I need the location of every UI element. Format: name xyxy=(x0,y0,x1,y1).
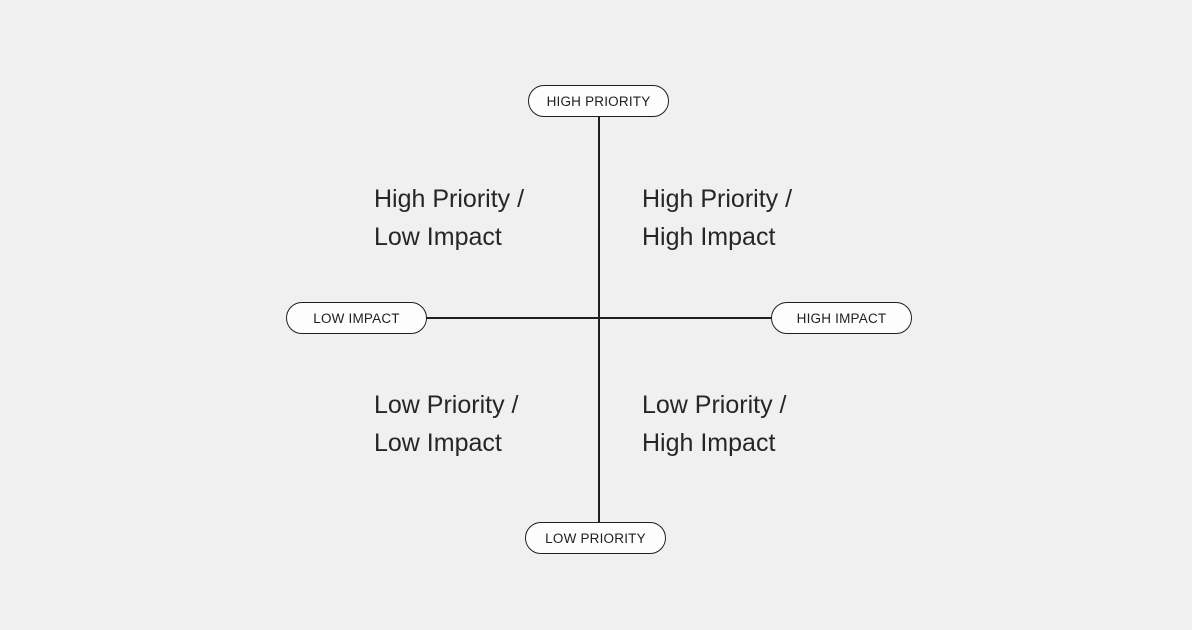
high-impact-axis-label: HIGH IMPACT xyxy=(771,302,912,334)
low-impact-axis-label: LOW IMPACT xyxy=(286,302,427,334)
quadrant-line-2: Low Impact xyxy=(374,223,502,251)
impact-axis-line xyxy=(426,317,771,319)
quadrant-line-1: Low Priority / xyxy=(374,391,519,419)
quadrant-low-priority-low-impact: Low Priority / Low Impact xyxy=(374,386,518,462)
quadrant-line-2: Low Impact xyxy=(374,429,502,457)
quadrant-line-2: High Impact xyxy=(642,223,776,251)
quadrant-high-priority-high-impact: High Priority / High Impact xyxy=(642,180,792,256)
quadrant-line-2: High Impact xyxy=(642,429,776,457)
quadrant-low-priority-high-impact: Low Priority / High Impact xyxy=(642,386,786,462)
priority-axis-line xyxy=(598,116,600,522)
quadrant-line-1: Low Priority / xyxy=(642,391,787,419)
high-priority-axis-label: HIGH PRIORITY xyxy=(528,85,669,117)
quadrant-line-1: High Priority / xyxy=(642,185,793,213)
quadrant-high-priority-low-impact: High Priority / Low Impact xyxy=(374,180,524,256)
quadrant-line-1: High Priority / xyxy=(374,185,525,213)
low-priority-axis-label: LOW PRIORITY xyxy=(525,522,666,554)
